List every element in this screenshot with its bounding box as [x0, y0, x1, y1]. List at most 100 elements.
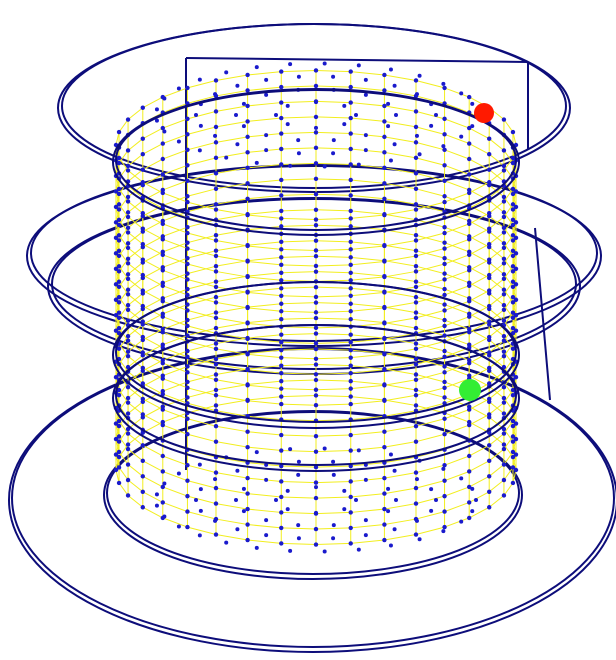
lattice-node	[116, 295, 122, 300]
lattice-edge	[215, 410, 248, 417]
lattice-edge	[187, 312, 217, 321]
lattice-node	[160, 249, 165, 255]
lattice-edge	[315, 419, 351, 422]
lattice-edge	[115, 253, 120, 267]
lattice-edge	[118, 212, 129, 226]
lattice-node	[279, 479, 284, 484]
lattice-node	[264, 133, 269, 138]
lattice-edge	[315, 465, 351, 468]
lattice-edge	[468, 251, 490, 263]
lattice-node	[245, 320, 250, 325]
lattice-node	[510, 248, 516, 253]
lattice-edge	[247, 415, 282, 421]
lattice-node	[245, 150, 250, 155]
lattice-edge	[488, 354, 505, 368]
lattice-node	[213, 93, 219, 99]
lattice-edge	[127, 371, 144, 384]
lattice-node	[113, 421, 119, 426]
lattice-node	[279, 131, 284, 136]
lattice-edge	[162, 424, 188, 435]
lattice-node	[487, 353, 492, 358]
lattice-edge	[215, 399, 248, 406]
lattice-node	[116, 279, 122, 284]
lattice-node	[185, 416, 190, 421]
lattice-node	[245, 119, 250, 124]
lattice-node	[160, 404, 165, 409]
lattice-node	[442, 432, 447, 437]
lattice-edge	[315, 271, 351, 274]
lattice-node	[213, 186, 219, 191]
lattice-node	[185, 524, 190, 530]
lattice-edge	[162, 501, 188, 513]
lattice-edge	[247, 369, 282, 374]
lattice-node	[197, 533, 202, 538]
lattice-node	[442, 85, 447, 91]
lattice-edge	[415, 157, 445, 166]
lattice-node	[245, 475, 250, 481]
lattice-edge	[247, 353, 282, 359]
lattice-node	[234, 498, 238, 502]
lattice-edge	[162, 381, 188, 392]
lattice-node	[313, 495, 319, 501]
lattice-edge	[468, 212, 490, 225]
lattice-node	[442, 302, 447, 307]
lattice-edge	[115, 206, 120, 220]
lattice-node	[125, 338, 131, 343]
lattice-edge	[118, 351, 129, 365]
lattice-edge	[162, 316, 188, 327]
lattice-edge	[350, 334, 385, 339]
lattice-node	[413, 238, 419, 243]
lattice-edge	[468, 344, 490, 356]
lattice-node	[501, 338, 507, 343]
lattice-edge	[512, 441, 517, 455]
lattice-edge	[315, 147, 351, 150]
lattice-edge	[468, 197, 490, 209]
lattice-node	[322, 549, 327, 554]
lattice-edge	[162, 226, 188, 237]
lattice-node	[140, 306, 145, 312]
lattice-node	[487, 505, 492, 510]
lattice-edge	[468, 398, 490, 411]
lattice-node	[348, 193, 353, 198]
lattice-edge	[503, 428, 514, 442]
lattice-node	[313, 449, 319, 454]
lattice-node	[140, 399, 145, 404]
lattice-node	[313, 114, 319, 120]
lattice-edge	[384, 198, 417, 205]
lattice-node	[501, 230, 507, 235]
lattice-node	[116, 222, 122, 228]
lattice-edge	[384, 301, 417, 309]
lattice-node	[113, 467, 119, 473]
lattice-edge	[315, 116, 351, 119]
lattice-edge	[187, 126, 217, 135]
lattice-edge	[127, 370, 144, 383]
lattice-node	[313, 310, 319, 315]
lattice-node	[279, 386, 284, 391]
lattice-edge	[444, 257, 470, 268]
lattice-node	[154, 492, 159, 497]
lattice-edge	[187, 495, 217, 505]
lattice-edge	[488, 153, 505, 167]
lattice-node	[234, 113, 238, 117]
lattice-node	[279, 69, 284, 74]
lattice-edge	[281, 496, 317, 499]
lattice-node	[245, 134, 250, 140]
lattice-edge	[350, 102, 385, 107]
lattice-node	[382, 382, 387, 387]
lattice-edge	[415, 79, 445, 89]
lattice-edge	[350, 241, 385, 246]
lattice-edge	[512, 253, 517, 267]
lattice-edge	[215, 120, 248, 128]
lattice-edge	[142, 96, 164, 109]
lattice-node	[313, 300, 319, 305]
lattice-node	[487, 213, 492, 219]
lattice-node	[413, 393, 419, 398]
lattice-edge	[315, 341, 351, 344]
lattice-node	[442, 416, 447, 421]
lattice-node	[348, 378, 353, 384]
lattice-node	[501, 384, 507, 390]
lattice-edge	[247, 349, 282, 355]
lattice-node	[382, 366, 387, 372]
lattice-edge	[503, 320, 514, 334]
lattice-edge	[215, 317, 248, 324]
